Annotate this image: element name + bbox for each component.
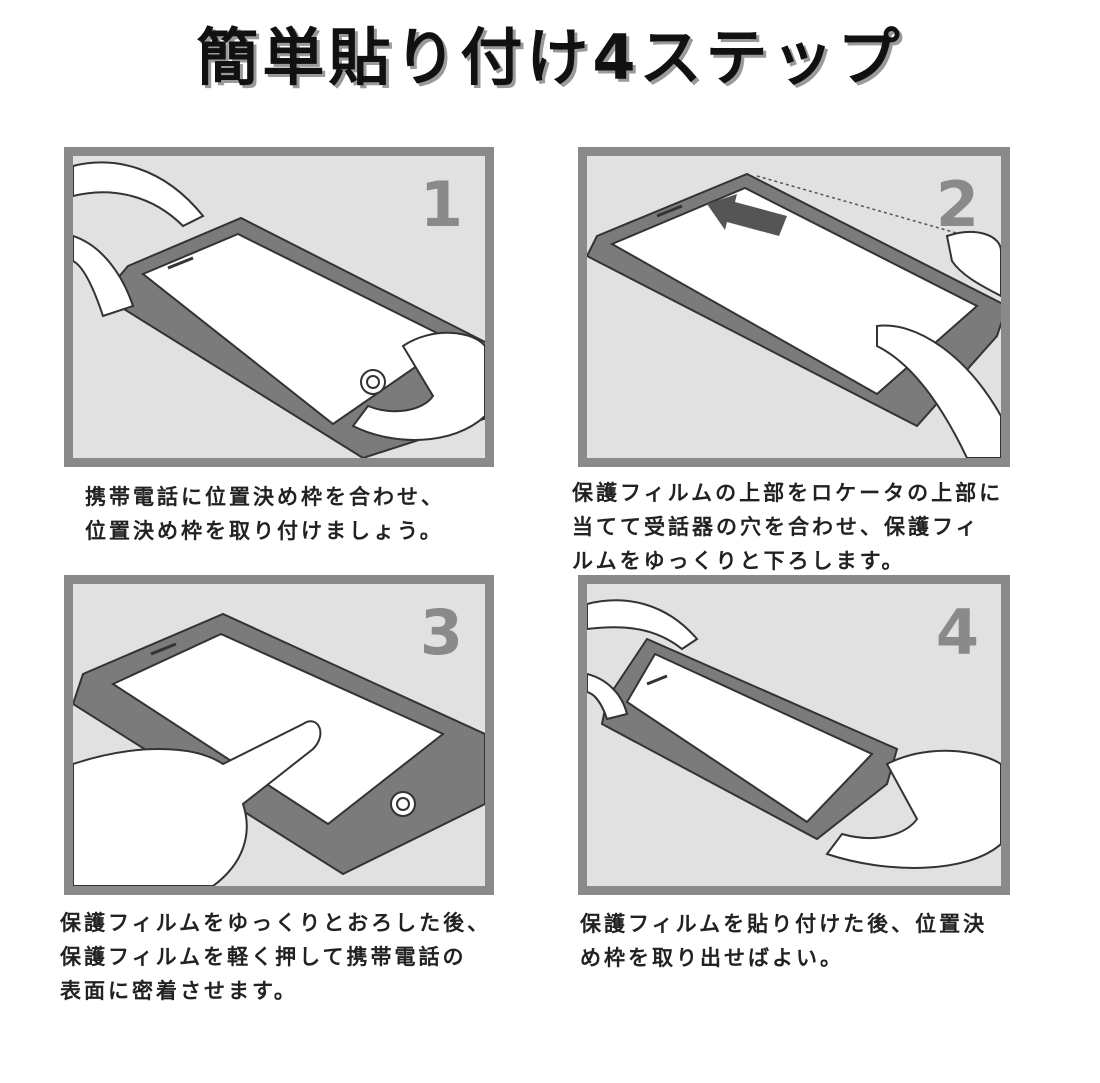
hand-illustration (73, 161, 485, 441)
phone-illustration (600, 637, 899, 841)
caption-line: ルムをゆっくりと下ろします。 (572, 549, 906, 573)
hand-illustration (73, 720, 322, 886)
caption-line: 保護フィルムを貼り付けた後、位置決 (580, 912, 988, 936)
step-4-drawing (587, 599, 1001, 869)
page-title: 簡単貼り付け4ステップ (196, 21, 904, 94)
step-2-illustration: 2 (578, 147, 1010, 467)
step-3-drawing (73, 612, 485, 886)
step-4-caption: 保護フィルムを貼り付けた後、位置決 め枠を取り出せばよい。 (580, 907, 987, 975)
protective-film (756, 175, 968, 237)
step-number: 1 (419, 168, 463, 241)
phone-screen (625, 652, 874, 824)
hand-illustration (876, 231, 1001, 458)
caption-line: 位置決め枠を取り付けましょう。 (85, 519, 444, 543)
caption-line: 当てて受話器の穴を合わせ、保護フィ (572, 515, 980, 539)
step-2-drawing (587, 172, 1001, 458)
hand-illustration (587, 599, 1001, 869)
step-1-illustration: 1 (64, 147, 494, 467)
phone-illustration (101, 216, 485, 458)
caption-line: 表面に密着させます。 (60, 979, 298, 1003)
caption-line: 保護フィルムをゆっくりとおろした後、 (60, 911, 492, 935)
step-number: 3 (419, 596, 463, 669)
step-number: 2 (935, 168, 979, 241)
step-2-caption: 保護フィルムの上部をロケータの上部に 当てて受話器の穴を合わせ、保護フィ ルムを… (572, 476, 1003, 578)
arrow-icon (707, 194, 787, 236)
step-3-caption: 保護フィルムをゆっくりとおろした後、 保護フィルムを軽く押して携帯電話の 表面に… (60, 906, 491, 1008)
step-1-caption: 携帯電話に位置決め枠を合わせ、 位置決め枠を取り付けましょう。 (85, 480, 445, 548)
step-1-drawing (73, 161, 485, 458)
step-number: 4 (935, 596, 979, 669)
caption-line: 保護フィルムの上部をロケータの上部に (572, 481, 1004, 505)
step-3-illustration: 3 (64, 575, 494, 895)
step-4-illustration: 4 (578, 575, 1010, 895)
caption-line: 保護フィルムを軽く押して携帯電話の (60, 945, 467, 969)
caption-line: 携帯電話に位置決め枠を合わせ、 (85, 485, 445, 509)
caption-line: め枠を取り出せばよい。 (580, 946, 844, 970)
